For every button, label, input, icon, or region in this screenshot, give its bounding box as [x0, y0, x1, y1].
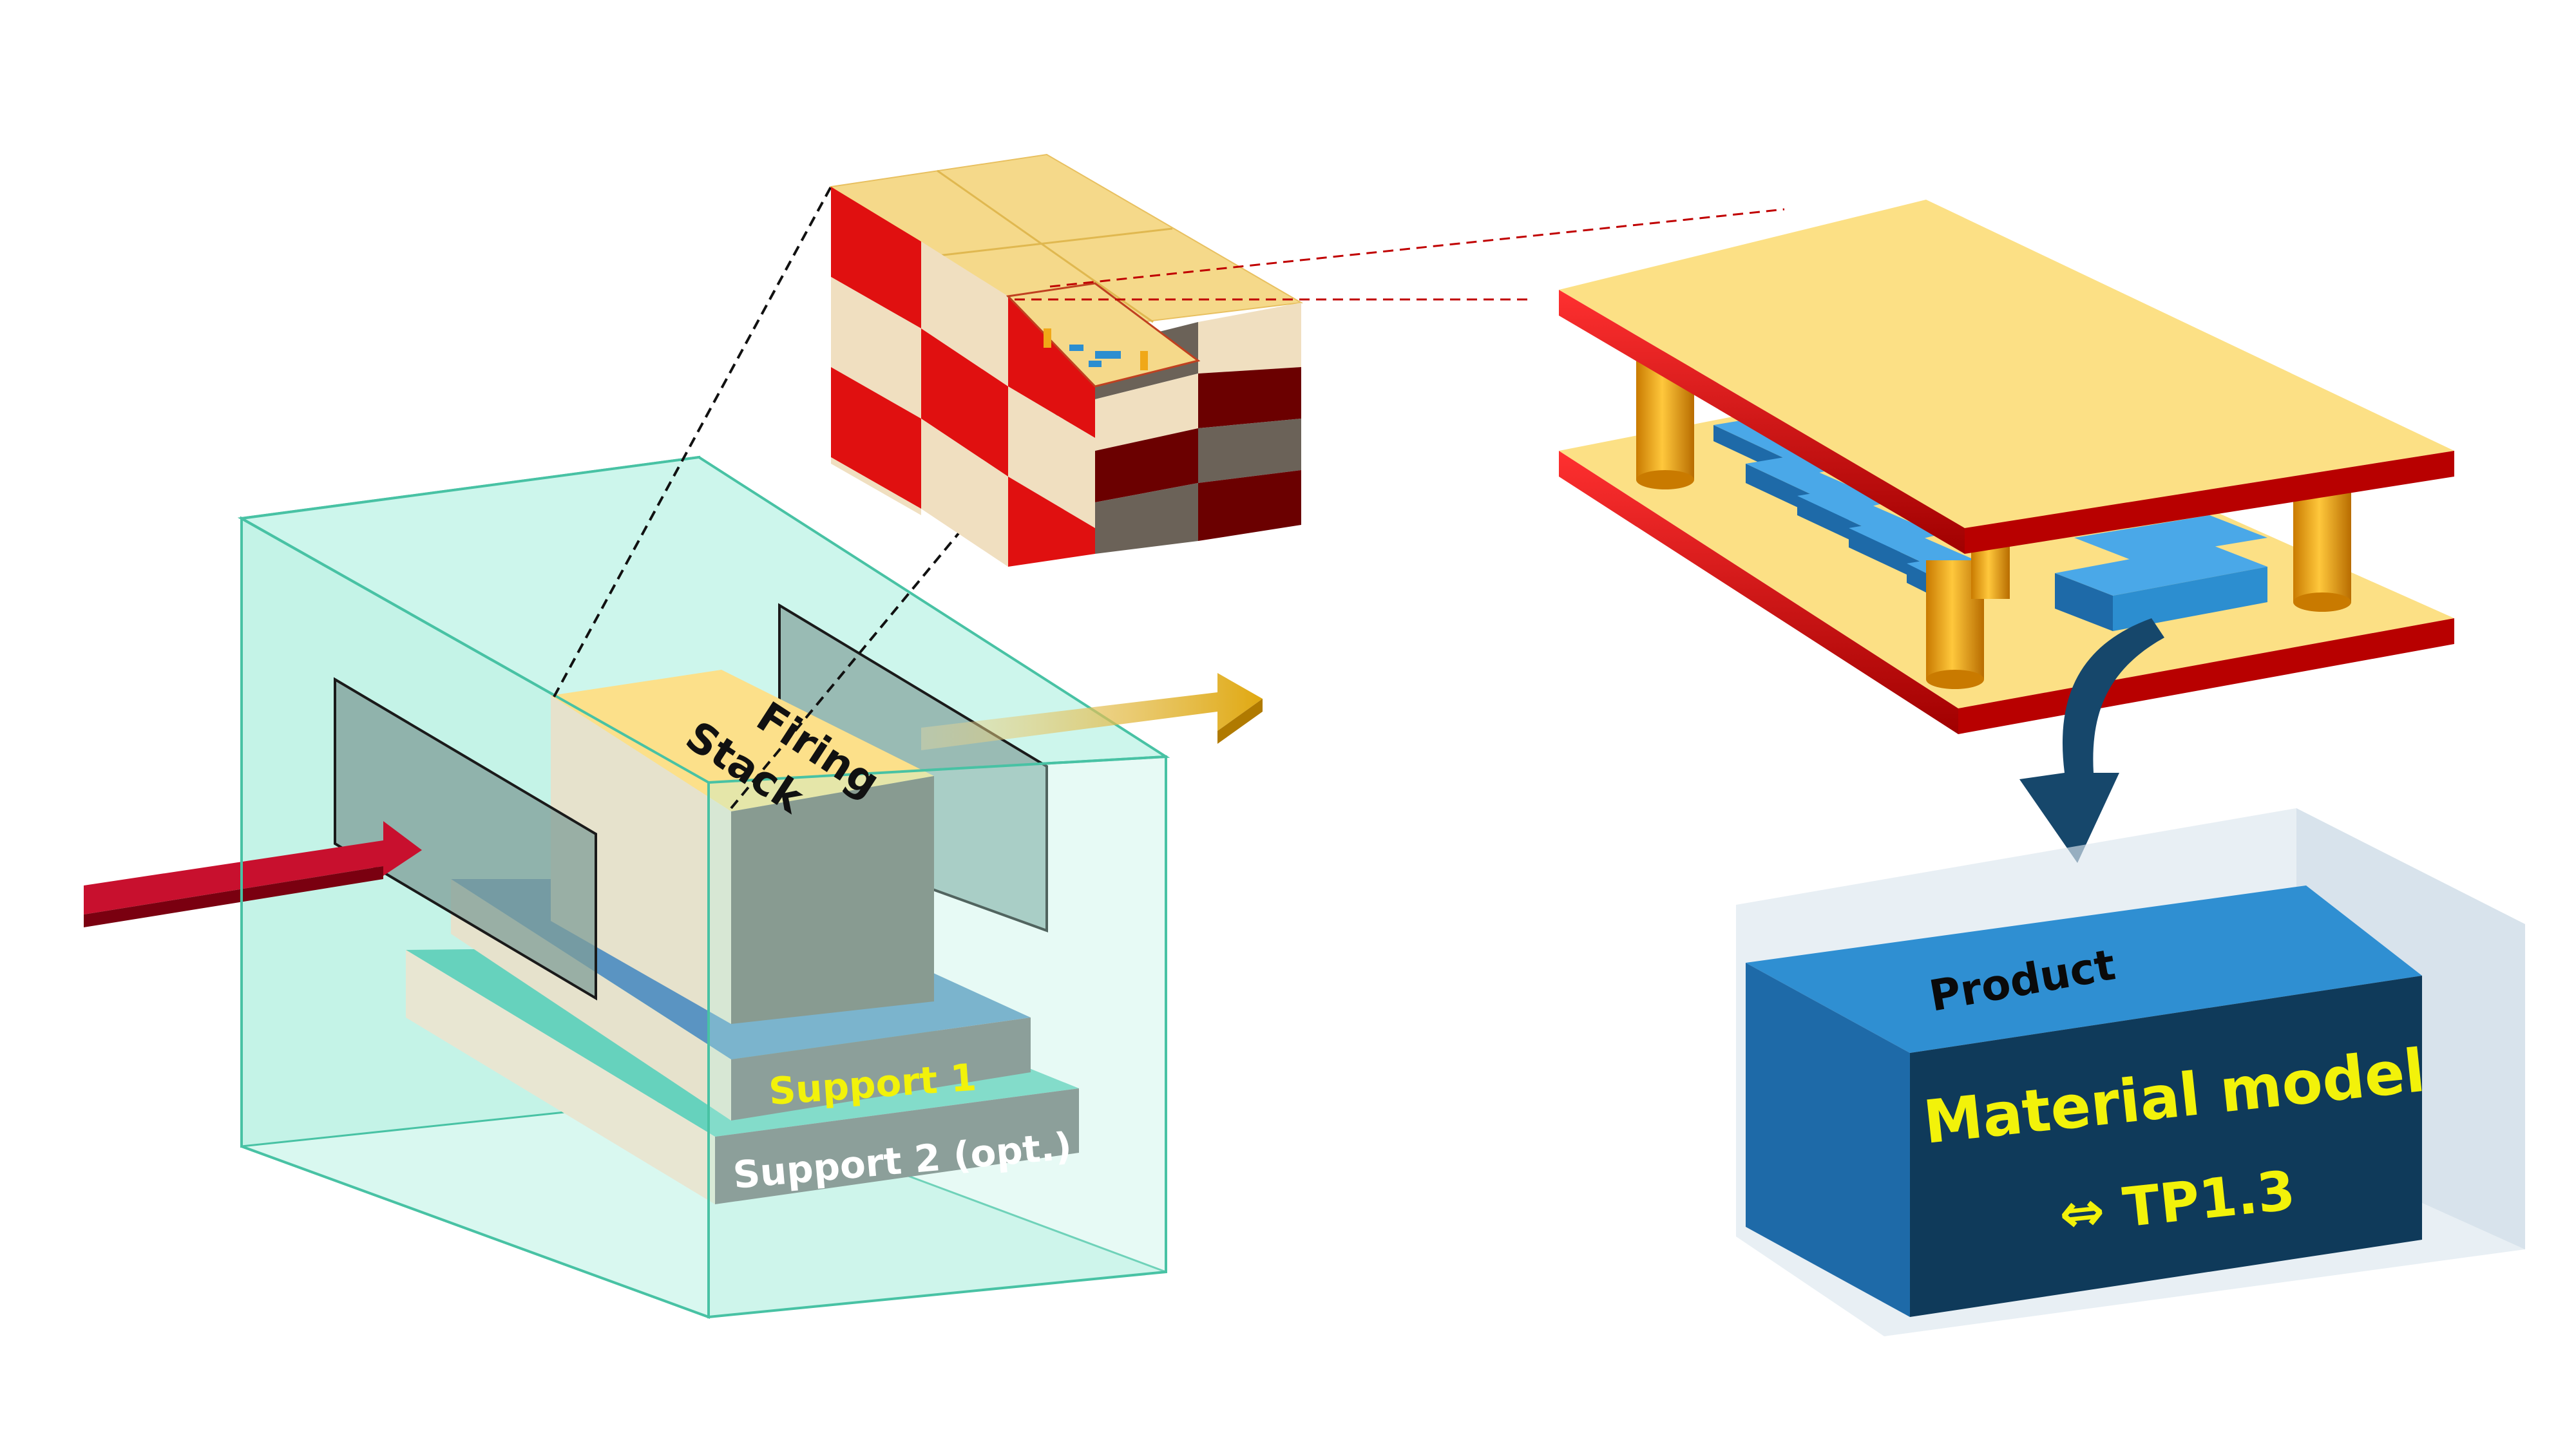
chip-component-wide [2074, 515, 2267, 560]
kiln-front-faces [240, 516, 1167, 1319]
top-substrate-plate [1559, 200, 2454, 554]
stack-detail-checker-block [829, 153, 1304, 567]
pillar-back-right [2293, 489, 2351, 612]
inlet-baffle-panel [334, 677, 597, 1001]
zoom-lines-red [1015, 208, 1785, 301]
model-transfer-arrow [2019, 618, 2164, 863]
component-detail [1559, 200, 2454, 734]
product-front-face [1910, 976, 2422, 1317]
chip-component-large [2055, 544, 2267, 631]
inlet-gas-arrow [84, 821, 422, 927]
checker-cutout-cavity [1006, 282, 1201, 388]
product-left-face [1746, 963, 1910, 1317]
outlet-gas-arrow [921, 673, 1263, 750]
product-material-box [1736, 808, 2525, 1336]
pillar-front-left [1926, 560, 1984, 689]
zoom-lines-black [553, 186, 1103, 810]
product-top-face [1746, 886, 2422, 1053]
firing-stack-side [731, 776, 934, 1024]
